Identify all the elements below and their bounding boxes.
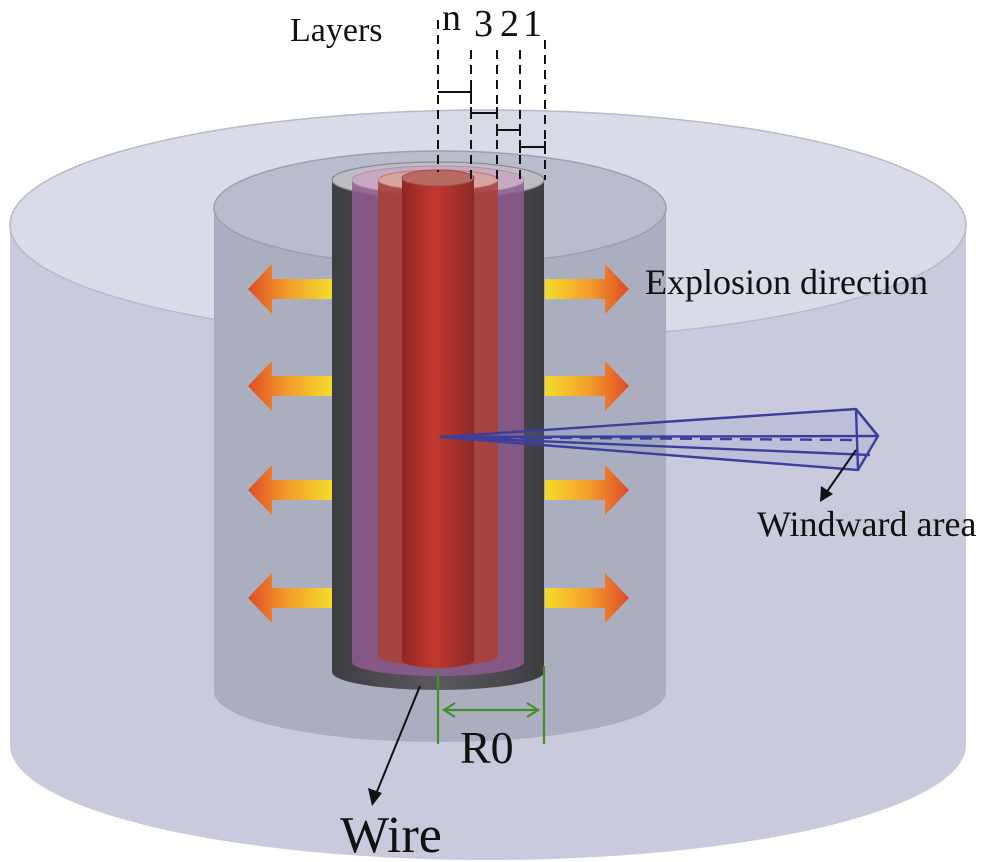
- explosion-direction-label: Explosion direction: [645, 262, 928, 302]
- windward-pointer: [820, 449, 857, 502]
- windward-cone: [439, 407, 880, 472]
- layer-1-label: 1: [523, 3, 542, 45]
- arrow-left-icon: [248, 465, 332, 515]
- arrow-right-icon: [545, 573, 629, 623]
- layer-n-label: n: [442, 0, 461, 39]
- radius-dimension: [436, 666, 546, 744]
- arrow-left-icon: [248, 361, 332, 411]
- arrow-left-icon: [248, 573, 332, 623]
- layers-label: Layers: [290, 12, 383, 49]
- arrow-right-icon: [545, 264, 629, 314]
- windward-area-label: Windward area: [757, 504, 976, 544]
- wire-core: [401, 169, 475, 668]
- arrow-left-icon: [248, 264, 332, 314]
- layer-guides: [437, 20, 546, 182]
- layer-2-label: 2: [500, 3, 519, 45]
- explosion-arrows-right: [545, 264, 629, 623]
- radius-label: R0: [460, 722, 514, 773]
- wire-pointer: [368, 685, 421, 806]
- arrow-right-icon: [545, 361, 629, 411]
- wire-label: Wire: [340, 807, 442, 862]
- arrow-right-icon: [545, 465, 629, 515]
- layer-3-label: 3: [474, 3, 493, 45]
- explosion-arrows-left: [248, 264, 332, 623]
